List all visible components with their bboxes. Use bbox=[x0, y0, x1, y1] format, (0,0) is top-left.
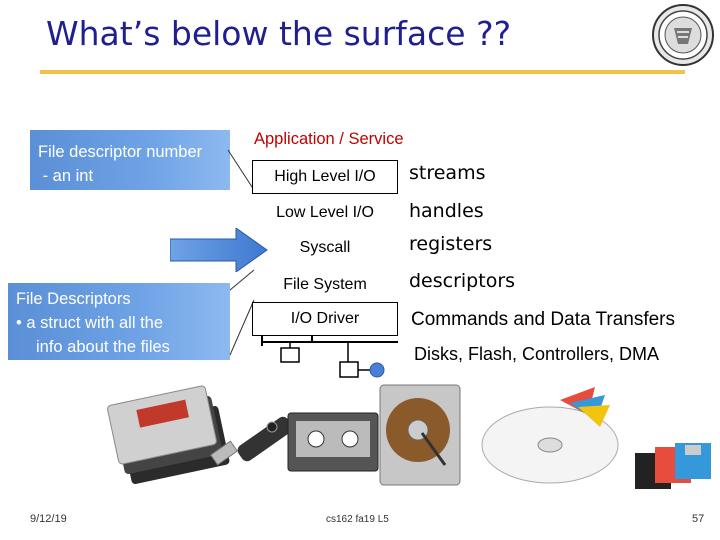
label-streams: streams bbox=[409, 162, 485, 184]
label-registers: registers bbox=[409, 233, 492, 255]
ssd-drives-icon bbox=[107, 385, 230, 484]
footer-page-number: 57 bbox=[692, 513, 704, 525]
layer-low-level-io: Low Level I/O bbox=[252, 196, 398, 230]
label-handles: handles bbox=[409, 200, 484, 222]
storage-devices-illustration bbox=[100, 375, 720, 500]
layer-syscall: Syscall bbox=[252, 231, 398, 265]
label-commands-data-transfers: Commands and Data Transfers bbox=[411, 309, 675, 331]
layer-io-driver: I/O Driver bbox=[252, 302, 398, 336]
hard-disk-icon bbox=[380, 385, 460, 485]
label-descriptors: descriptors bbox=[409, 270, 515, 292]
disk-diagram-icon bbox=[482, 387, 618, 483]
footer-course: cs162 fa19 L5 bbox=[326, 514, 389, 525]
label-disks-flash: Disks, Flash, Controllers, DMA bbox=[414, 344, 659, 365]
cassette-tape-icon bbox=[288, 413, 378, 471]
footer-date: 9/12/19 bbox=[30, 513, 67, 525]
layer-file-system: File System bbox=[252, 268, 398, 302]
floppy-disks-icon bbox=[635, 443, 711, 489]
application-service-label: Application / Service bbox=[254, 130, 404, 149]
layer-high-level-io: High Level I/O bbox=[252, 160, 398, 194]
